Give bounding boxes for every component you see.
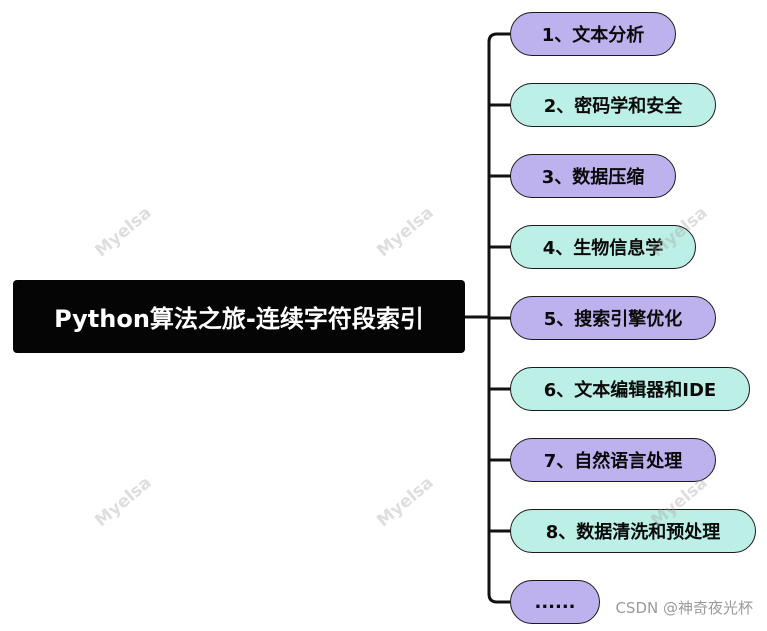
branch-topic[interactable]: ...... (510, 580, 600, 624)
branch-topic[interactable]: 6、文本编辑器和IDE (510, 367, 750, 411)
branch-topic-label: 5、搜索引擎优化 (543, 309, 683, 330)
branch-topic-label: 7、自然语言处理 (543, 451, 683, 472)
branch-topic-label: 6、文本编辑器和IDE (543, 380, 717, 401)
footer-credit: CSDN @神奇夜光杯 (615, 599, 753, 617)
branch-topic[interactable]: 8、数据清洗和预处理 (510, 509, 756, 553)
branch-topic[interactable]: 2、密码学和安全 (510, 83, 716, 127)
branch-topic[interactable]: 7、自然语言处理 (510, 438, 716, 482)
branch-topic-label: 2、密码学和安全 (543, 96, 683, 117)
branch-topic-label: ...... (534, 591, 576, 613)
branch-topic[interactable]: 4、生物信息学 (510, 225, 696, 269)
branch-topic[interactable]: 5、搜索引擎优化 (510, 296, 716, 340)
branch-topic-label: 4、生物信息学 (542, 238, 664, 259)
branch-topic[interactable]: 1、文本分析 (510, 12, 676, 56)
root-topic[interactable]: Python算法之旅-连续字符段索引 (13, 280, 465, 353)
root-topic-label: Python算法之旅-连续字符段索引 (54, 305, 424, 333)
branch-topic-label: 3、数据压缩 (541, 167, 645, 188)
branch-topic[interactable]: 3、数据压缩 (510, 154, 676, 198)
branch-topic-label: 1、文本分析 (541, 25, 645, 46)
branch-topic-label: 8、数据清洗和预处理 (545, 522, 721, 543)
